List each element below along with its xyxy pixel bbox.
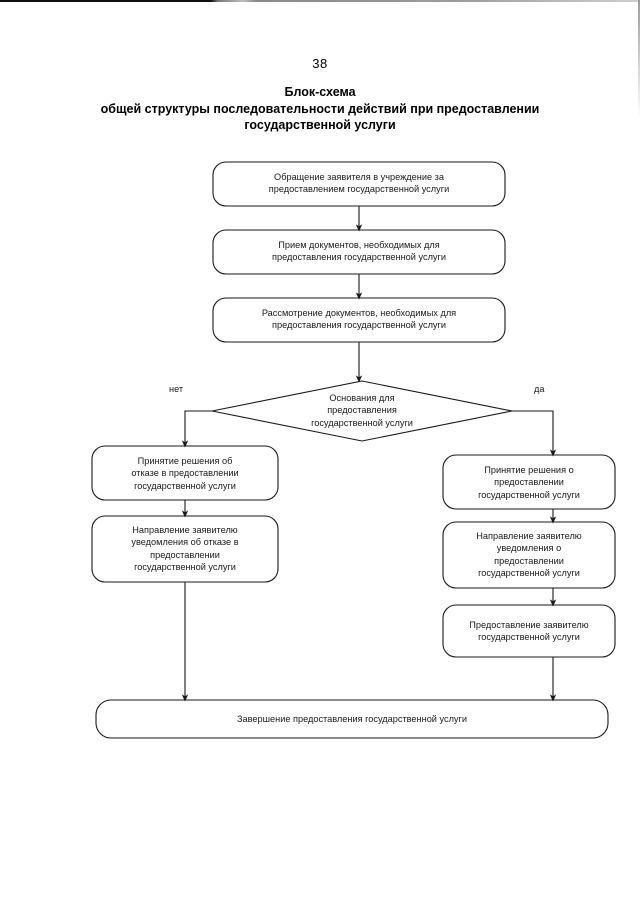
node-n2-shape	[212, 229, 506, 275]
edge-d1-n6-yes	[512, 410, 557, 457]
node-n7-shape	[442, 521, 616, 589]
scan-artifact-right-edge	[638, 0, 640, 118]
page-title: Блок-схема общей структуры последователь…	[60, 84, 580, 134]
page-number: 38	[312, 56, 328, 71]
node-d1-shape	[211, 380, 513, 442]
page-title-line-3: государственной услуги	[244, 118, 396, 132]
node-n6-shape	[442, 454, 616, 510]
node-n8-shape	[442, 604, 616, 658]
scan-artifact-top-edge	[0, 0, 640, 2]
edge-d1-n4-no	[181, 410, 212, 448]
node-n1-shape	[212, 161, 506, 207]
node-n5-shape	[91, 515, 279, 583]
branch-label-yes: да	[534, 384, 545, 394]
page-title-line-1: Блок-схема	[284, 85, 356, 99]
page-title-line-2: общей структуры последовательности дейст…	[100, 101, 540, 116]
branch-label-no: нет	[169, 384, 184, 394]
node-n4-shape	[91, 445, 279, 501]
node-n9-shape	[95, 699, 609, 739]
node-n3-shape	[212, 297, 506, 343]
